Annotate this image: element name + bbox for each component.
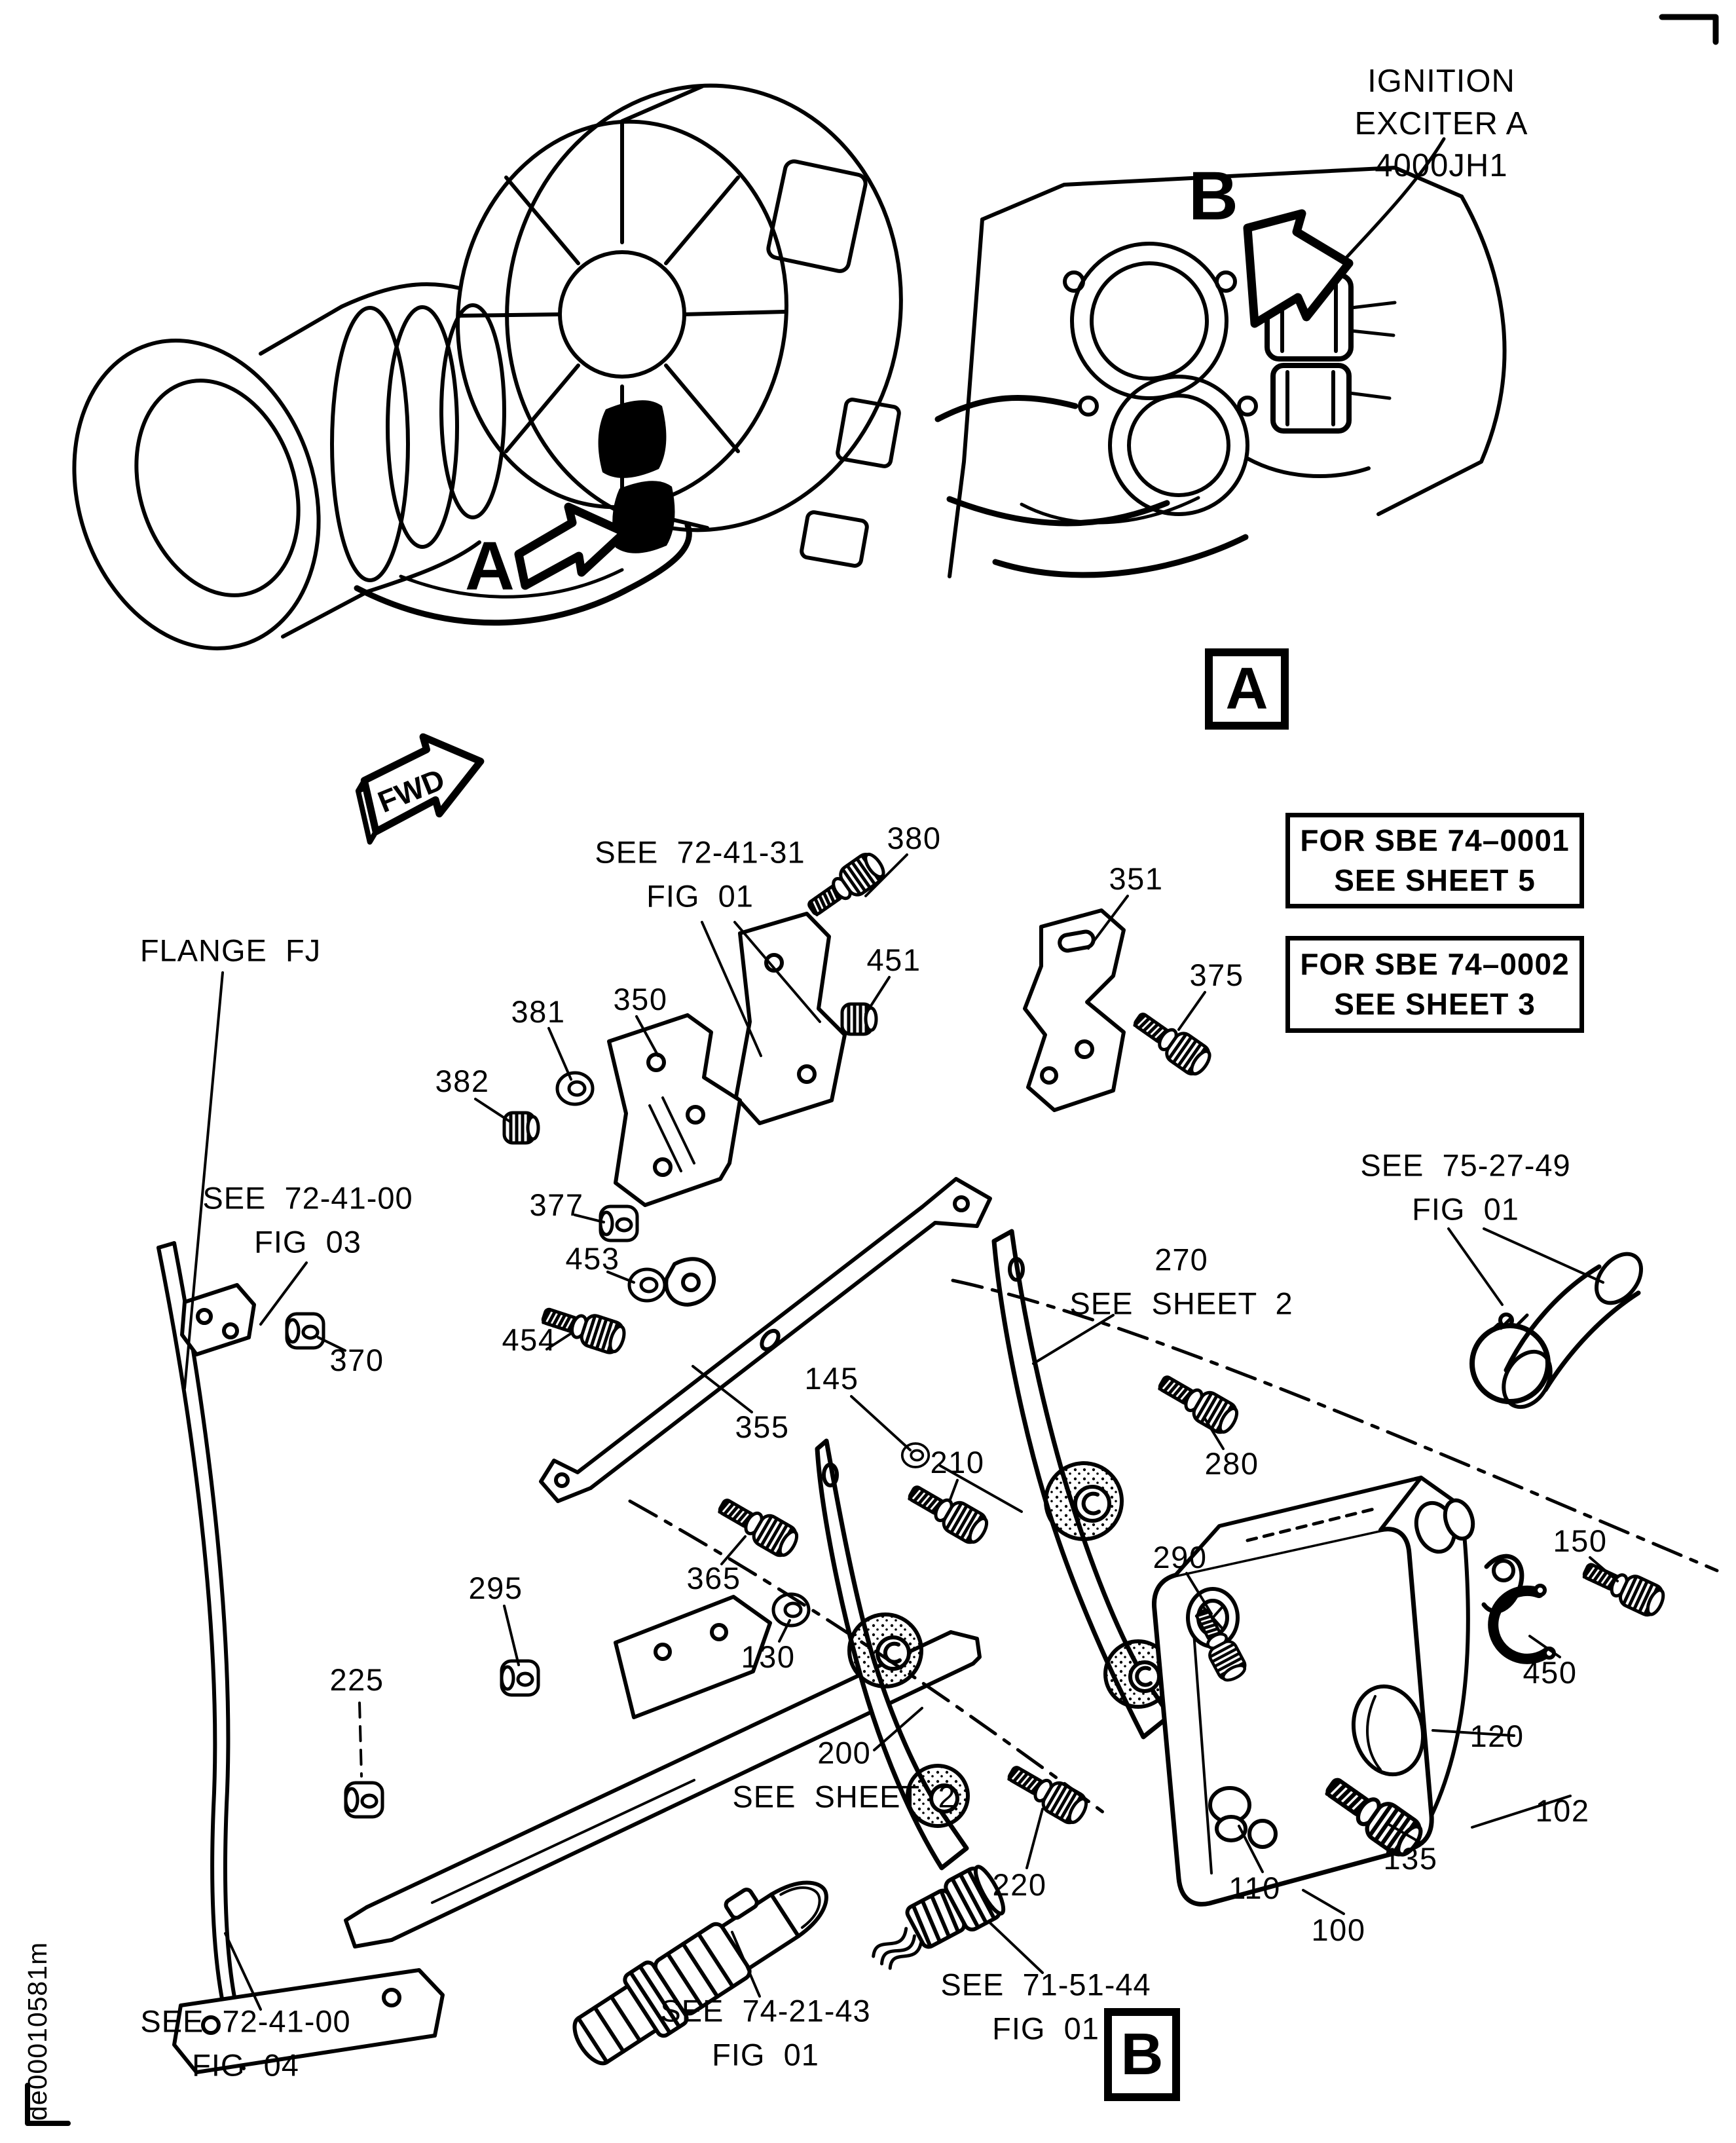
part-callout-382: 382: [435, 1064, 490, 1099]
strut-270-part: [991, 1229, 1173, 1740]
part-callout-375: 375: [1189, 958, 1244, 993]
view-b-letter: B: [1120, 2021, 1164, 2087]
detail-a-arrow-icon: [514, 502, 629, 590]
link-453-hole: [681, 1273, 701, 1292]
nut-370: [287, 1314, 323, 1348]
part-callout-100: 100: [1311, 1912, 1366, 1948]
lead-routing-line: [628, 1499, 1106, 1815]
part-callout-351: 351: [1109, 861, 1164, 897]
reference-callout: SEE 72-41-00 FIG 04: [140, 2003, 351, 2082]
note-box-sbe-74-0002: FOR SBE 74–0002 SEE SHEET 3: [1285, 936, 1584, 1033]
docid-corner-mark-icon: [25, 2083, 71, 2126]
lead-routing-line: [951, 1278, 1719, 1573]
note-line: SEE SHEET 5: [1334, 863, 1536, 897]
exciter-title-line2: 4000JH1: [1375, 148, 1508, 184]
bracket-350-part: [607, 912, 847, 1207]
reference-callout: 200 SEE SHEET 2: [732, 1735, 956, 1814]
note-box-sbe-74-0001: FOR SBE 74–0001 SEE SHEET 5: [1285, 813, 1584, 908]
bolt-150: [1579, 1556, 1667, 1619]
bushing-451: [842, 1004, 876, 1034]
nut-225: [346, 1783, 382, 1817]
bolt-210: [904, 1478, 991, 1547]
view-a-letter: A: [1225, 656, 1268, 722]
clip-450-part: [1481, 1554, 1556, 1664]
bushing-382: [504, 1113, 538, 1143]
bolt-375: [1129, 1006, 1215, 1079]
nut-377: [600, 1206, 637, 1240]
lower-bracket-part: [172, 1968, 445, 2074]
part-callout-451: 451: [866, 942, 921, 978]
part-callout-350: 350: [613, 982, 668, 1017]
fwd-arrow-icon: FWD: [355, 733, 485, 845]
document-id: de00010581m: [22, 1941, 52, 2121]
part-callout-150: 150: [1553, 1523, 1608, 1559]
part-callout-110: 110: [1228, 1871, 1281, 1906]
washer-381: [557, 1073, 593, 1104]
tube-355-part: [539, 1177, 992, 1503]
part-callout-280: 280: [1204, 1446, 1259, 1481]
note-line: FOR SBE 74–0002: [1300, 947, 1570, 982]
view-a-marker-box: A: [1205, 648, 1289, 730]
part-callout-453: 453: [565, 1241, 620, 1276]
washer-453: [629, 1269, 665, 1301]
reference-callout: SEE 71-51-44 FIG 01: [940, 1967, 1151, 2045]
part-callout-454: 454: [502, 1322, 557, 1358]
part-callout-380: 380: [887, 821, 942, 856]
strut-200-part: [815, 1438, 970, 1871]
nut-295: [502, 1661, 538, 1695]
part-callout-130: 130: [741, 1639, 796, 1675]
leader-dashed: [358, 1702, 363, 1778]
part-callout-135: 135: [1383, 1841, 1438, 1876]
part-callout-295: 295: [468, 1571, 523, 1606]
part-callout-210: 210: [930, 1445, 985, 1480]
bracket-351-part: [1023, 908, 1126, 1112]
part-callout-145: 145: [804, 1361, 859, 1396]
part-callout-102: 102: [1535, 1793, 1590, 1829]
igniter-plug-part: [572, 1880, 828, 2066]
view-b-marker-box: B: [1104, 2008, 1180, 2101]
reference-callout: SEE 72-41-00 FIG 03: [202, 1180, 413, 1259]
part-callout-220: 220: [992, 1867, 1047, 1903]
reference-callout: 270 SEE SHEET 2: [1069, 1242, 1293, 1320]
reference-callout: SEE 75-27-49 FIG 01: [1360, 1147, 1571, 1226]
flange-fj-part: [157, 1241, 256, 2070]
elbow-tube-part: [1469, 1252, 1643, 1409]
part-callout-450: 450: [1523, 1655, 1578, 1690]
part-callout-355: 355: [735, 1409, 790, 1445]
exciter-title-line1: IGNITION EXCITER A: [1354, 64, 1528, 141]
reference-callout: SEE 74-21-43 FIG 01: [660, 1993, 871, 2072]
detail-a-letter: A: [465, 528, 515, 605]
note-line: SEE SHEET 3: [1334, 987, 1536, 1021]
part-callout-290: 290: [1153, 1540, 1208, 1575]
reference-callout: FLANGE FJ: [139, 933, 322, 968]
leader-lines: [183, 853, 1619, 2011]
washer-130: [773, 1594, 809, 1626]
part-callout-381: 381: [511, 994, 566, 1030]
bolt-365: [714, 1491, 802, 1560]
part-callout-120: 120: [1469, 1719, 1524, 1754]
exciter-title: IGNITION EXCITER A 4000JH1: [1294, 60, 1589, 187]
part-callout-377: 377: [529, 1187, 584, 1223]
bolt-280: [1154, 1368, 1242, 1437]
exploded-view-drawing: [25, 14, 1719, 2126]
detail-b-letter: B: [1189, 158, 1238, 234]
part-callout-365: 365: [686, 1561, 741, 1596]
detail-b-arrow-icon: [1243, 209, 1354, 328]
part-callout-225: 225: [329, 1662, 384, 1698]
reference-callout: SEE 72-41-31 FIG 01: [595, 834, 805, 913]
note-line: FOR SBE 74–0001: [1300, 823, 1570, 858]
corner-mark-icon: [1659, 14, 1719, 45]
part-callout-370: 370: [329, 1343, 384, 1378]
engine-overview-drawing: [72, 83, 903, 650]
connector-plug-part: [872, 1865, 1006, 1970]
